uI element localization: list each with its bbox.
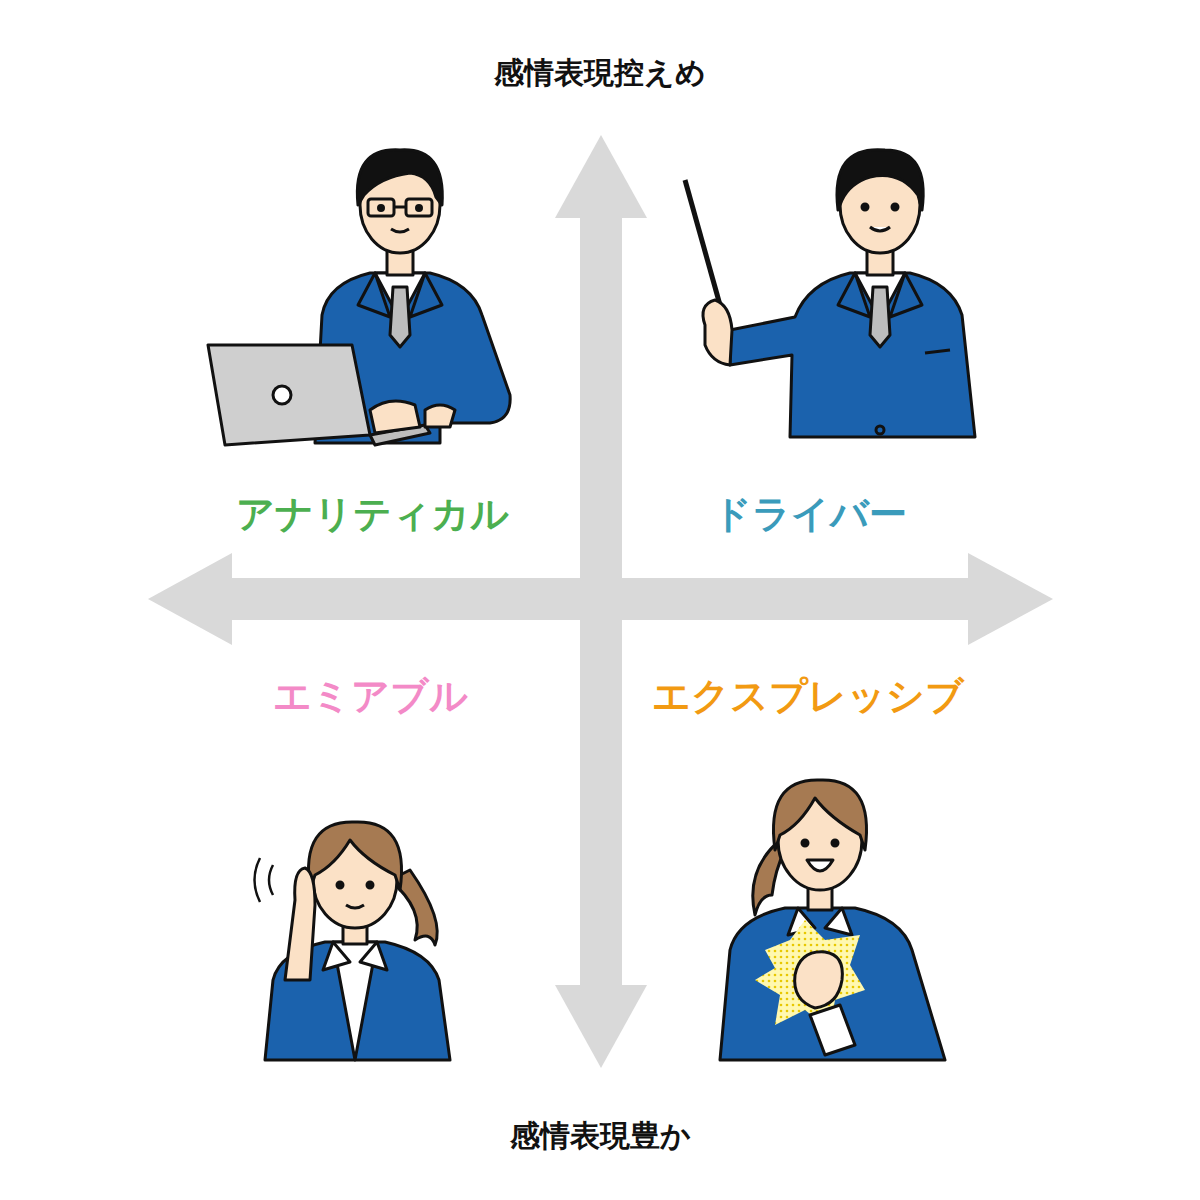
- quadrant-label: ドライバー: [713, 494, 907, 536]
- quadrant-label: アナリティカル: [236, 494, 509, 536]
- expressive-figure: [720, 780, 945, 1060]
- axis-label-bottom: 感情表現豊か: [510, 1119, 691, 1152]
- quadrant-label: エクスプレッシブ: [652, 676, 964, 718]
- amiable-figure: [255, 822, 451, 1060]
- analytical-figure: [208, 150, 510, 445]
- driver-figure: [685, 150, 975, 437]
- quadrant-label: エミアブル: [273, 676, 468, 718]
- axis-label-top: 感情表現控えめ: [494, 56, 706, 89]
- axis-arrows: [148, 135, 1053, 1068]
